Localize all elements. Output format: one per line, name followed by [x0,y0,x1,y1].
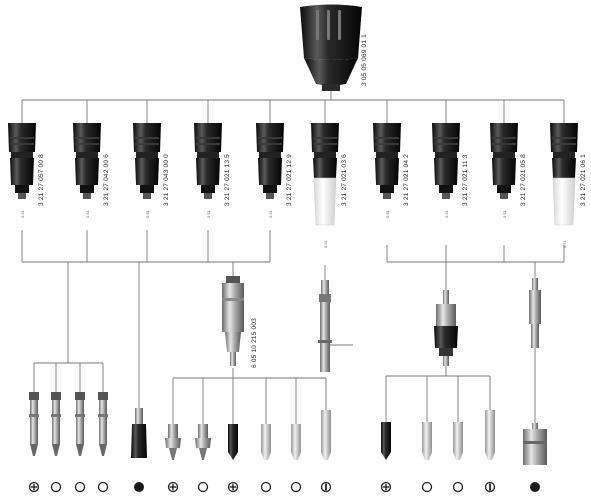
holder-part-number: 3 21 27 021 12 9 [286,154,293,206]
holder-marking: 0.51 [145,209,150,218]
main-handle-part-number: 3 05 05 069 01 1 [361,34,368,86]
holder-part-number: 3 21 27 021 06 1 [580,154,587,206]
pozidriv-icon [421,481,433,493]
holder-7: 3 21 27 021 04 2 0.51 [373,123,410,218]
bit-3 [75,392,85,456]
holder-6: 3 21 27 021 03 6 0.51 [311,123,348,248]
bit-5 [131,408,147,458]
pozidriv-icon [74,481,86,493]
hex-socket-icon [134,482,144,492]
bit-13 [422,422,432,460]
bit-1 [29,392,39,456]
bit-10 [291,424,301,460]
extension-right [529,278,541,348]
holder-part-number: 3 21 27 021 03 6 [341,154,348,206]
holder-2: 3 21 27 042 00 6 0.51 [73,123,110,218]
holder-8: 3 21 27 021 11 3 0.51 [432,123,469,218]
bit-12 [381,422,391,460]
holder-marking: 0.51 [206,209,211,218]
pozidriv-icon [97,481,109,493]
phillips-icon [227,481,239,493]
holder-part-number: 3 21 27 057 00 8 [38,154,45,206]
hex-socket-icon [530,482,540,492]
extension-long-bit [318,280,332,372]
connector-lines [21,91,565,425]
holder-marking: 0.51 [268,209,273,218]
holder-part-number: 3 21 27 043 00 0 [163,154,170,206]
holder-4: 3 21 27 021 13 5 0.51 [194,123,231,218]
holder-marking: 0.51 [562,239,567,248]
holder-marking: 0.51 [85,209,90,218]
main-handle [300,4,362,91]
quick-release-chuck [434,290,458,366]
holder-part-number: 3 21 27 021 13 5 [224,154,231,206]
adapter-part-number: 6 05 10 215 003 [251,318,258,368]
slotted-icon [320,481,332,493]
bits-row [29,392,547,465]
bit-8 [228,424,238,460]
pozidriv-icon [260,481,272,493]
holder-part-number: 3 21 27 042 00 6 [103,154,110,206]
drive-symbols-row [28,481,540,493]
holder-marking: 0.51 [385,209,390,218]
bit-15 [485,410,495,460]
bit-16 [523,423,547,465]
bit-14 [453,422,463,460]
bit-6 [165,424,181,460]
bit-11 [321,410,331,460]
adapter-middle [222,276,244,366]
pozidriv-icon [197,481,209,493]
holder-marking: 0.51 [20,209,25,218]
holder-10: 3 21 27 021 06 1 0.51 [550,123,587,248]
holder-9: 3 21 27 021 05 8 0.51 [490,123,527,218]
bit-9 [261,424,271,460]
holder-1: 3 21 27 057 00 8 0.51 [8,123,45,218]
holders-row: 3 21 27 057 00 8 0.51 3 21 27 042 00 6 0.51… [8,123,587,248]
holder-part-number: 3 21 27 021 11 3 [462,154,469,206]
pozidriv-icon [452,481,464,493]
bit-2 [51,392,61,456]
holder-3: 3 21 27 043 00 0 0.51 [133,123,170,218]
bit-4 [98,392,108,456]
phillips-icon [380,481,392,493]
holder-marking: 0.51 [502,209,507,218]
holder-part-number: 3 21 27 021 04 2 [403,154,410,206]
holder-5: 3 21 27 021 12 9 0.51 [256,123,293,218]
holder-marking: 0.51 [444,209,449,218]
phillips-icon [28,481,40,493]
pozidriv-icon [290,481,302,493]
slotted-icon [484,481,496,493]
holder-marking: 0.51 [323,239,328,248]
bit-7 [195,424,211,460]
pozidriv-icon [50,481,62,493]
holder-part-number: 3 21 27 021 05 8 [520,154,527,206]
phillips-icon [167,481,179,493]
